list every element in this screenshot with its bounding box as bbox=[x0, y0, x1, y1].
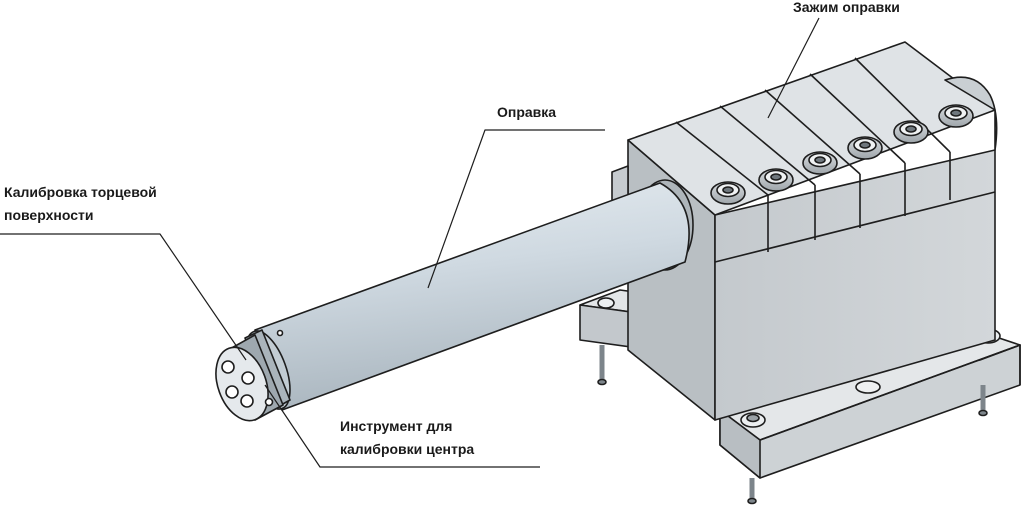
leader-face-calibration bbox=[0, 233, 247, 361]
callout-center-tool-line2: калибровки центра bbox=[340, 441, 475, 457]
calibration-end-cap bbox=[215, 334, 284, 422]
callout-face-calibration: Калибровка торцевой поверхности bbox=[4, 181, 157, 227]
callout-face-calibration-line2: поверхности bbox=[4, 207, 94, 223]
callout-mandrel: Оправка bbox=[497, 101, 556, 124]
clamp-body-front-face bbox=[714, 149, 996, 421]
leader-center-tool bbox=[264, 384, 540, 468]
leader-clamp bbox=[767, 17, 820, 119]
screw-4-icon bbox=[847, 136, 883, 160]
screw-3-icon bbox=[802, 151, 838, 175]
callout-clamp-text: Зажим оправки bbox=[793, 0, 900, 15]
screw-2-icon bbox=[758, 168, 794, 192]
screw-5-icon bbox=[893, 120, 929, 144]
clamp-body bbox=[611, 41, 998, 421]
callout-mandrel-text: Оправка bbox=[497, 104, 557, 120]
callout-center-tool: Инструмент для калибровки центра bbox=[340, 415, 474, 461]
leader-lines bbox=[0, 17, 820, 468]
screw-6-icon bbox=[938, 104, 974, 128]
callout-face-calibration-line1: Калибровка торцевой bbox=[4, 184, 157, 200]
clamp-segments bbox=[675, 57, 996, 263]
clamp-screws bbox=[710, 104, 974, 205]
callout-center-tool-line1: Инструмент для bbox=[340, 418, 453, 434]
leader-mandrel bbox=[427, 129, 605, 289]
callout-clamp: Зажим оправки bbox=[793, 0, 900, 19]
screw-1-icon bbox=[710, 181, 746, 205]
